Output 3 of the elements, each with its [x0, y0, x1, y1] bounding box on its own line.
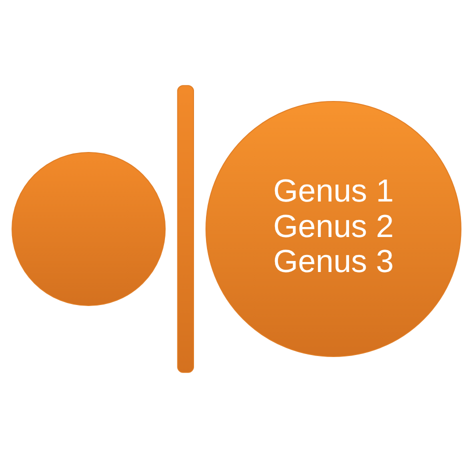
node-arc: [177, 85, 194, 373]
node-circle: Genus 1 Genus 2 Genus 3: [206, 101, 462, 357]
node-circle: [12, 152, 166, 306]
